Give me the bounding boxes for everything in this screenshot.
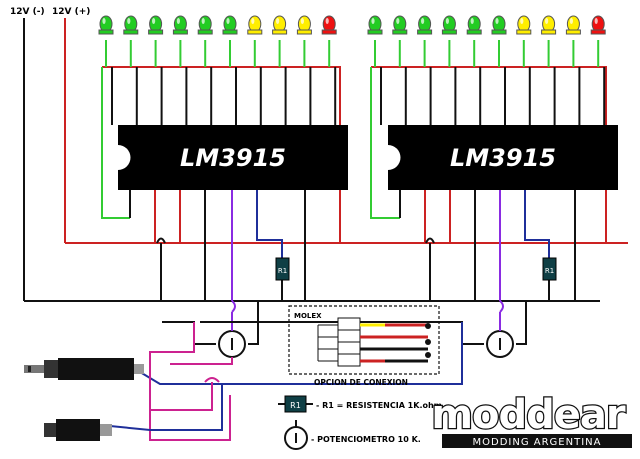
jack-collar bbox=[44, 423, 56, 437]
legend-pot-text: - POTENCIOMETRO 10 K. bbox=[311, 435, 421, 444]
led-yellow-icon bbox=[565, 15, 581, 35]
molex-caption: OPCION DE CONEXION bbox=[314, 378, 408, 387]
resistor-symbol: R1 bbox=[278, 267, 287, 275]
chip-body bbox=[388, 125, 618, 190]
led-red-icon bbox=[590, 15, 606, 35]
pot-wire bbox=[231, 300, 236, 313]
pot-wire bbox=[516, 301, 527, 345]
led-green-icon bbox=[417, 15, 433, 35]
audio-wire bbox=[149, 395, 231, 441]
led-yellow-icon bbox=[516, 15, 532, 35]
resistor-left: R1 bbox=[275, 257, 290, 281]
molex-title: MOLEX bbox=[294, 312, 322, 320]
pot-wire bbox=[499, 300, 504, 313]
pot-left bbox=[162, 300, 259, 358]
led-yellow-icon bbox=[541, 15, 557, 35]
brand-tagline-bar bbox=[442, 434, 632, 448]
audio-wiring bbox=[109, 322, 463, 441]
led-bar-right bbox=[367, 15, 606, 125]
led-green-icon bbox=[222, 15, 238, 35]
jack-body bbox=[58, 358, 134, 380]
chip-right-label: LM3915 bbox=[450, 144, 556, 172]
audio-jack-top bbox=[24, 358, 144, 380]
legend: R1 - R1 = RESISTENCIA 1K.ohm. - POTENCIO… bbox=[278, 395, 445, 450]
legend-resistor-symbol: R1 bbox=[290, 401, 301, 410]
led-green-wire-left bbox=[101, 67, 130, 219]
led-red-icon bbox=[321, 15, 337, 35]
led-green-icon bbox=[172, 15, 188, 35]
brand-tagline: MODDING ARGENTINA bbox=[473, 437, 602, 448]
led-green-icon bbox=[197, 15, 213, 35]
led-green-icon bbox=[491, 15, 507, 35]
audio-wire bbox=[170, 357, 233, 365]
power-rails bbox=[23, 18, 628, 302]
led-green-wire-right bbox=[370, 67, 400, 219]
audio-wire bbox=[149, 322, 195, 365]
wire-crossing bbox=[425, 237, 435, 244]
wire-crossing bbox=[204, 377, 220, 383]
chip-left-label: LM3915 bbox=[180, 144, 286, 172]
led-green-icon bbox=[123, 15, 139, 35]
brand-logo: moddear MODDING ARGENTINA bbox=[430, 391, 632, 448]
led-yellow-icon bbox=[296, 15, 312, 35]
led-green-icon bbox=[148, 15, 164, 35]
led-green-icon bbox=[392, 15, 408, 35]
ref-wire-left bbox=[256, 190, 283, 258]
legend-resistor-icon bbox=[284, 395, 307, 413]
led-green-icon bbox=[367, 15, 383, 35]
legend-resistor-text: - R1 = RESISTENCIA 1K.ohm. bbox=[316, 401, 445, 410]
jack-tip bbox=[24, 365, 44, 373]
molex-option: MOLEX OPCION DE CONEXION bbox=[288, 305, 440, 387]
led-green-icon bbox=[466, 15, 482, 35]
led-green-icon bbox=[441, 15, 457, 35]
chip-notch bbox=[118, 145, 131, 170]
led-yellow-icon bbox=[272, 15, 288, 35]
audio-jack-bottom bbox=[44, 419, 112, 441]
pot-wire bbox=[248, 301, 259, 345]
ref-wire-right bbox=[524, 190, 550, 258]
chip-left: LM3915 bbox=[118, 125, 348, 190]
molex-box bbox=[288, 305, 440, 375]
led-green-icon bbox=[98, 15, 114, 35]
chip-body bbox=[118, 125, 348, 190]
resistor-symbol: R1 bbox=[545, 267, 554, 275]
resistor-body bbox=[275, 257, 290, 281]
resistor-right: R1 bbox=[542, 257, 557, 281]
chip-notch bbox=[388, 145, 401, 170]
wire-crossing bbox=[156, 237, 166, 244]
rail-positive-label: 12V (+) bbox=[52, 7, 90, 17]
resistor-body bbox=[542, 257, 557, 281]
pot-wire bbox=[162, 321, 216, 345]
rail-negative-label: 12V (-) bbox=[10, 7, 45, 17]
jack-collar bbox=[44, 360, 58, 378]
led-bar-left bbox=[98, 15, 337, 125]
chip-right: LM3915 bbox=[388, 125, 618, 190]
led-yellow-icon bbox=[247, 15, 263, 35]
audio-wire bbox=[149, 365, 213, 411]
audio-return-wire bbox=[109, 384, 223, 431]
jack-body bbox=[56, 419, 100, 441]
brand-logo-text: moddear bbox=[431, 392, 626, 438]
